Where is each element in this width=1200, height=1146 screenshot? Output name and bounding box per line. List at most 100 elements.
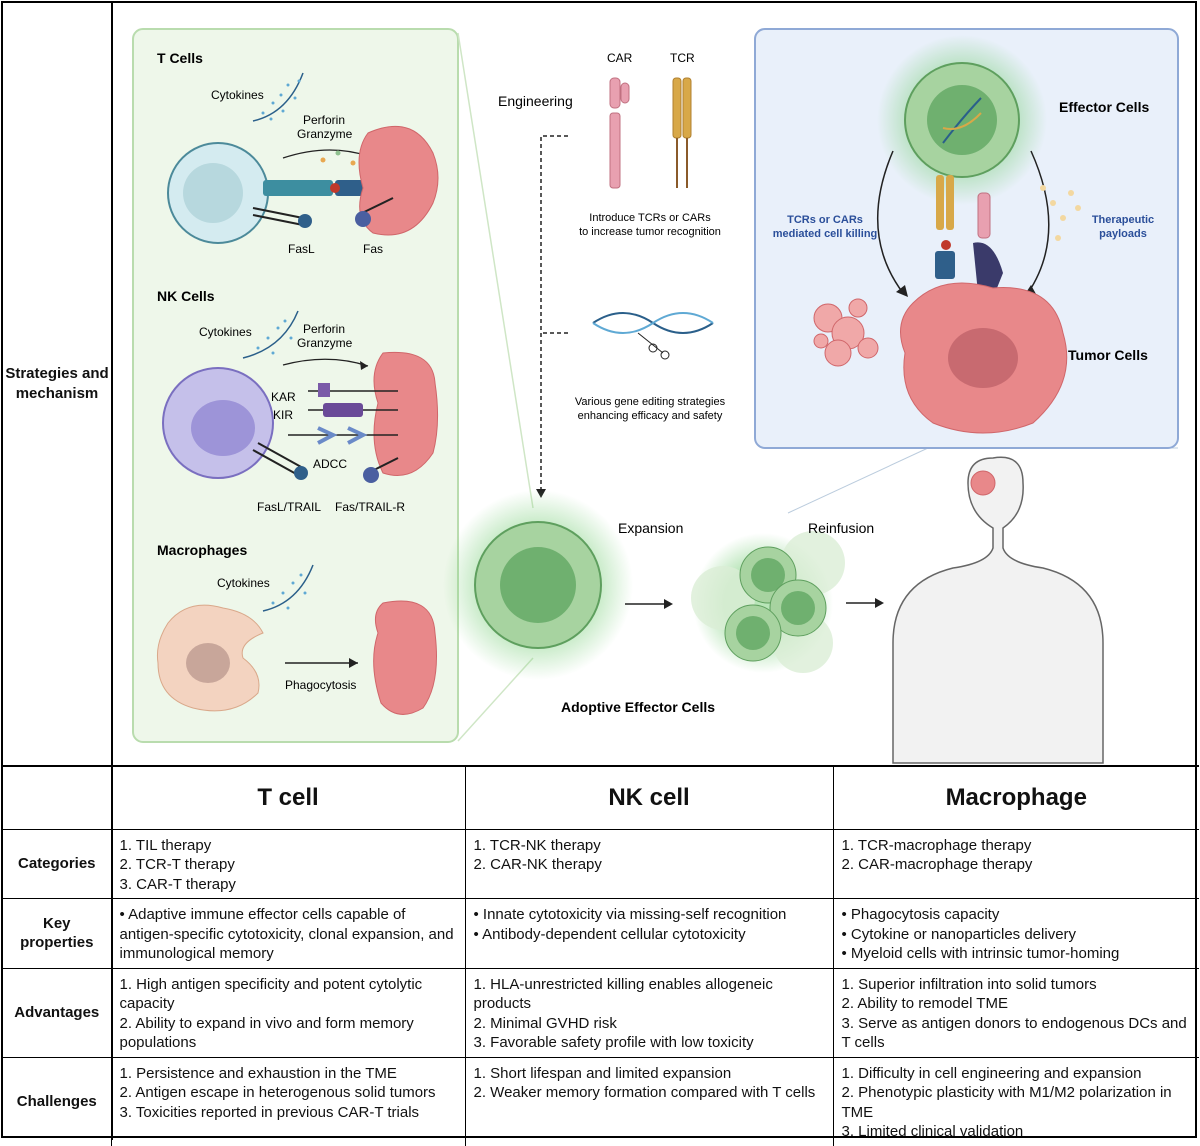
- column-header: Macrophage: [832, 767, 1199, 830]
- nk-granzyme-label: Granzyme: [297, 336, 353, 350]
- list-item: 2. Phenotypic plasticity with M1/M2 pola…: [841, 1084, 1172, 1121]
- nk-fas-trail-r-label: Fas/TRAIL-R: [335, 500, 405, 514]
- reinfusion-label: Reinfusion: [808, 520, 874, 536]
- divider-vertical: [111, 3, 113, 1140]
- cell-list: 1. High antigen specificity and potent c…: [120, 975, 459, 1053]
- cell-list: • Adaptive immune effector cells capable…: [120, 905, 459, 964]
- dna-scissors-icon: [592, 312, 714, 360]
- tcells-tumor-cell: [358, 125, 439, 236]
- list-item: • Adaptive immune effector cells capable…: [119, 906, 454, 962]
- row-label: Categories: [3, 828, 112, 899]
- list-item: 2. Ability to remodel TME: [841, 995, 1008, 1012]
- table-cell: 1. Difficulty in cell engineering and ex…: [832, 1056, 1199, 1146]
- tcells-perforin-label: Perforin: [303, 113, 345, 127]
- adoptive-label: Adoptive Effector Cells: [561, 699, 715, 715]
- mechanism-illustration: T Cells Cytokines Perforin Granzyme FasL…: [132, 28, 1179, 764]
- table-cell: 1. Short lifespan and limited expansion 2…: [464, 1056, 834, 1146]
- payload-dots: [1040, 185, 1081, 241]
- column-header: T cell: [110, 767, 466, 830]
- nk-perforin-label: Perforin: [303, 322, 345, 336]
- inset-receptors: [935, 175, 1003, 298]
- cell-list: 1. HLA-unrestricted killing enables allo…: [474, 975, 827, 1053]
- table-cell: • Phagocytosis capacity• Cytokine or nan…: [832, 898, 1199, 969]
- expansion-label: Expansion: [618, 520, 683, 536]
- table-cell: 1. Persistence and exhaustion in the TME…: [110, 1056, 466, 1146]
- tcr-construct: [672, 77, 692, 188]
- column-header: NK cell: [464, 767, 834, 830]
- mac-cytokine-dots: [271, 573, 307, 610]
- row-label: Advantages: [3, 967, 112, 1058]
- table-corner: [3, 767, 112, 830]
- list-item: 2. Antigen escape in heterogenous solid …: [119, 1084, 436, 1101]
- mac-phagocytosis-label: Phagocytosis: [285, 678, 356, 692]
- list-item: • Phagocytosis capacity: [841, 906, 1000, 923]
- edit-text-line2: enhancing efficacy and safety: [578, 410, 723, 422]
- list-item: 1. Superior infiltration into solid tumo…: [841, 975, 1097, 993]
- tcells-fas-label: Fas: [363, 242, 383, 256]
- list-item: 1. Short lifespan and limited expansion: [473, 1064, 732, 1082]
- cell-list: • Innate cytotoxicity via missing-self r…: [474, 905, 827, 944]
- cell-list: 1. Difficulty in cell engineering and ex…: [842, 1064, 1194, 1142]
- payload-line2: payloads: [1099, 228, 1147, 240]
- list-item: 1. HLA-unrestricted killing enables allo…: [473, 975, 773, 1013]
- list-item: 2. TCR-T therapy: [119, 856, 235, 873]
- table-cell: 1. HLA-unrestricted killing enables allo…: [464, 967, 834, 1058]
- intro-text-line1: Introduce TCRs or CARs: [589, 212, 711, 224]
- divider-horizontal: [3, 765, 1199, 767]
- tcells-fasl-label: FasL: [288, 242, 315, 256]
- brain-tumor: [970, 470, 996, 496]
- cell-list: 1. Persistence and exhaustion in the TME…: [120, 1064, 459, 1123]
- list-item: 3. Limited clinical validation: [841, 1123, 1024, 1140]
- cell-list: • Phagocytosis capacity• Cytokine or nan…: [842, 905, 1194, 964]
- tcr-car-killing-line1: TCRs or CARs: [787, 214, 863, 226]
- macrophages-title: Macrophages: [157, 542, 247, 558]
- car-label: CAR: [607, 51, 633, 65]
- car-construct: [609, 77, 630, 189]
- tcr-receptor: [263, 180, 333, 196]
- tcells-granzyme-label: Granzyme: [297, 127, 353, 141]
- cell-list: 1. Superior infiltration into solid tumo…: [842, 975, 1194, 1053]
- tcells-cytokines-label: Cytokines: [211, 88, 264, 102]
- nk-fasl-trail-label: FasL/TRAIL: [257, 500, 321, 514]
- tcr-car-killing-line2: mediated cell killing: [773, 228, 878, 240]
- intro-text-line2: to increase tumor recognition: [579, 226, 721, 238]
- tumor-debris: [813, 298, 879, 367]
- row-label-strategies: Strategies and mechanism: [5, 365, 109, 402]
- list-item: 3. CAR-T therapy: [119, 875, 236, 893]
- list-item: • Myeloid cells with intrinsic tumor-hom…: [841, 945, 1120, 962]
- table-cell: 1. Superior infiltration into solid tumo…: [832, 967, 1199, 1058]
- payload-line1: Therapeutic: [1092, 214, 1154, 226]
- list-item: 1. Persistence and exhaustion in the TME: [119, 1064, 397, 1082]
- nk-title: NK Cells: [157, 288, 215, 304]
- row-label: Key properties: [3, 898, 112, 969]
- cell-list: 1. TCR-macrophage therapy 2. CAR-macropha…: [842, 836, 1194, 875]
- cell-list: 1. Short lifespan and limited expansion 2…: [474, 1064, 827, 1103]
- tcr-label: TCR: [670, 51, 695, 65]
- nk-kir-label: KIR: [273, 408, 293, 422]
- list-item: 3. Serve as antigen donors to endogenous…: [841, 1014, 1187, 1052]
- list-item: 2. CAR-macrophage therapy: [841, 856, 1033, 873]
- table-cell: 1. High antigen specificity and potent c…: [110, 967, 466, 1058]
- table-cell: 1. TCR-macrophage therapy 2. CAR-macropha…: [832, 828, 1199, 899]
- mac-tumor-cell: [373, 600, 437, 715]
- list-item: 1. High antigen specificity and potent c…: [119, 975, 423, 1013]
- nk-tumor-cell: [373, 351, 439, 476]
- nk-cytokine-dots: [256, 319, 293, 355]
- list-item: 3. Toxicities reported in previous CAR-T…: [119, 1103, 420, 1121]
- list-item: • Antibody-dependent cellular cytotoxici…: [473, 925, 746, 943]
- list-item: 1. TCR-macrophage therapy: [841, 836, 1032, 854]
- row-label: Challenges: [3, 1056, 112, 1146]
- tcells-cytokine-dots: [261, 79, 301, 121]
- mac-cytokines-label: Cytokines: [217, 576, 270, 590]
- list-item: 2. Weaker memory formation compared with…: [473, 1084, 816, 1101]
- list-item: 1. Difficulty in cell engineering and ex…: [841, 1064, 1142, 1082]
